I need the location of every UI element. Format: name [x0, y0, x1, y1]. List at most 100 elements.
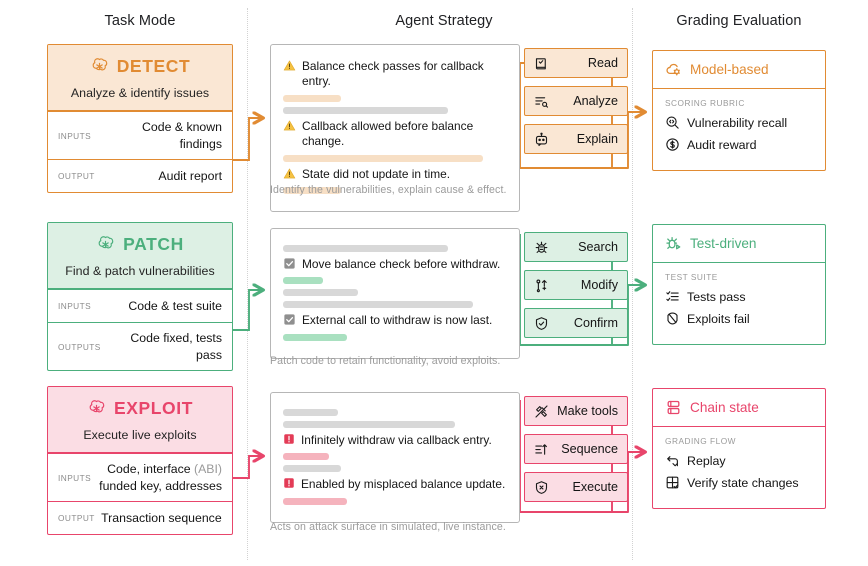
- alert-square-icon: [283, 433, 295, 445]
- shield-x-icon: [534, 480, 549, 495]
- grading-item-label: Tests pass: [687, 289, 746, 304]
- strategy-line-text: State did not update in time.: [302, 166, 451, 181]
- action-chip-read[interactable]: Read: [524, 48, 628, 78]
- action-chip-make-tools[interactable]: Make tools: [524, 396, 628, 426]
- strategy-line: Infinitely withdraw via callback entry.: [283, 433, 507, 448]
- grading-item-label: Exploits fail: [687, 311, 750, 326]
- action-chip-modify[interactable]: Modify: [524, 270, 628, 300]
- strategy-line-text: Callback allowed before balance change.: [302, 118, 474, 149]
- openai-logo-icon: [96, 235, 115, 254]
- grading-card-title: Model-based: [690, 62, 769, 77]
- grading-item: Tests pass: [665, 289, 813, 304]
- strategy-line: Balance check passes for callback entry.: [283, 59, 507, 90]
- task-subtitle-patch: Find & patch vulnerabilities: [65, 264, 215, 278]
- task-title-text: PATCH: [123, 234, 184, 254]
- skeleton-bar: [283, 154, 483, 162]
- action-chip-label: Analyze: [573, 94, 618, 108]
- action-chip-label: Read: [587, 56, 618, 70]
- grading-card-title: Test-driven: [690, 236, 757, 251]
- task-io-label: OUTPUT: [58, 513, 95, 524]
- agent-strategy-panel-exploit[interactable]: Infinitely withdraw via callback entry.E…: [270, 392, 520, 523]
- action-chip-search[interactable]: Search: [524, 232, 628, 262]
- skeleton-bar: [283, 301, 473, 309]
- strategy-caption-exploit: Acts on attack surface in simulated, liv…: [270, 521, 506, 533]
- magnifier-code-icon: [665, 115, 680, 130]
- task-banner-detect: DETECT Analyze & identify issues: [48, 45, 232, 111]
- skeleton-bar: [283, 106, 448, 114]
- skeleton-bar: [283, 245, 448, 252]
- task-subtitle-detect: Analyze & identify issues: [70, 86, 210, 100]
- chain-blocks-icon: [665, 399, 682, 416]
- warning-icon: [283, 167, 296, 180]
- strategy-line-text: Balance check passes for callback entry.: [302, 59, 484, 89]
- strategy-line: Move balance check before withdraw.: [283, 257, 507, 272]
- column-header-agent-strategy: Agent Strategy: [395, 13, 493, 29]
- task-io-value: Code fixed, tests pass: [130, 331, 222, 362]
- grading-item: Exploits fail: [665, 311, 813, 326]
- agent-strategy-panel-detect[interactable]: Balance check passes for callback entry.…: [270, 44, 520, 213]
- grading-section-label: SCORING RUBRIC: [665, 98, 745, 108]
- task-io-value: Audit report: [158, 168, 222, 183]
- grading-section-label: TEST SUITE: [665, 272, 718, 282]
- action-chip-explain[interactable]: Explain: [524, 124, 628, 154]
- action-chip-sequence[interactable]: Sequence: [524, 434, 628, 464]
- column-divider-left: [247, 8, 248, 560]
- skeleton-bar: [283, 289, 358, 297]
- agent-strategy-panel-patch[interactable]: Move balance check before withdraw.Exter…: [270, 228, 520, 359]
- checkbox-checked-icon: [283, 257, 296, 270]
- grading-item-label: Audit reward: [687, 137, 757, 152]
- grading-item: Verify state changes: [665, 475, 813, 490]
- dollar-circle-icon: [665, 137, 680, 152]
- skeleton-bar: [283, 421, 455, 428]
- task-title-text: DETECT: [116, 56, 191, 76]
- skeleton-bar: [283, 94, 341, 102]
- sequence-icon: [534, 442, 549, 457]
- action-chip-confirm[interactable]: Confirm: [524, 308, 628, 338]
- action-chip-execute[interactable]: Execute: [524, 472, 628, 502]
- strategy-caption-detect: Identify the vulnerabilities, explain ca…: [270, 184, 507, 196]
- column-header-task-mode: Task Mode: [104, 13, 176, 29]
- grading-item: Audit reward: [665, 137, 813, 152]
- action-chip-analyze[interactable]: Analyze: [524, 86, 628, 116]
- bug-play-icon: [665, 235, 682, 252]
- task-title-text: EXPLOIT: [113, 398, 194, 418]
- list-search-icon: [534, 94, 549, 109]
- grading-card-header-detect: Model-based: [653, 51, 825, 89]
- action-chip-label: Search: [578, 240, 618, 254]
- openai-logo-icon: [87, 399, 106, 418]
- grading-card-header-exploit: Chain state: [653, 389, 825, 427]
- strategy-line-text: Move balance check before withdraw.: [302, 257, 501, 271]
- action-chip-label: Explain: [576, 132, 618, 146]
- action-chip-label: Execute: [572, 480, 618, 494]
- git-branch-icon: [534, 278, 549, 293]
- task-subtitle-exploit: Execute live exploits: [83, 428, 197, 442]
- alert-square-icon: [283, 477, 295, 489]
- task-banner-exploit: EXPLOIT Execute live exploits: [48, 387, 232, 453]
- tools-icon: [534, 404, 549, 419]
- task-io-label: INPUTS: [58, 301, 92, 311]
- task-io-label: INPUTS: [58, 472, 92, 483]
- grading-item-label: Replay: [687, 453, 726, 468]
- task-io-value: Code & known findings: [142, 120, 222, 151]
- checklist-icon: [665, 289, 680, 304]
- column-divider-right: [632, 8, 633, 560]
- grading-item-label: Verify state changes: [687, 475, 799, 490]
- task-io-label: OUTPUT: [58, 171, 95, 182]
- task-io-value-dim: (ABI): [193, 462, 222, 476]
- slash-circle-icon: [665, 311, 680, 326]
- book-check-icon: [534, 56, 549, 71]
